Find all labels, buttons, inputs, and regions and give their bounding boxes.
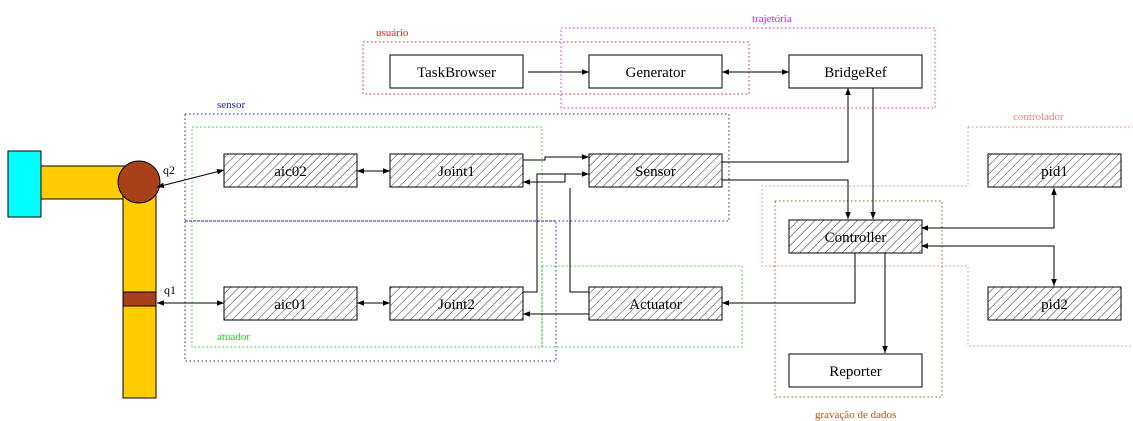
group-sensor-label: sensor [217, 99, 245, 111]
block-pid2-label: pid2 [1041, 297, 1068, 313]
joint-q2-label: q2 [163, 163, 175, 177]
block-controller-label: Controller [825, 230, 887, 246]
block-bridgeref-label: BridgeRef [824, 65, 886, 81]
link-joint2-sensor [523, 171, 589, 293]
group-gravacao-frame [774, 200, 943, 398]
group-atuador-frame-right [541, 265, 743, 348]
joint-q1-label: q1 [164, 283, 176, 297]
group-usuario-frame [362, 41, 750, 95]
group-controlador-label: controlador [1013, 111, 1064, 123]
block-joint1-label: Joint1 [438, 164, 475, 180]
block-actuator-label: Actuator [629, 297, 681, 313]
connectors [156, 69, 1057, 353]
group-controlador-frame [761, 126, 1133, 347]
group-sensor-frame [184, 113, 730, 222]
group-sensor-frame-lower [184, 220, 557, 362]
link-actuator-joint1 [523, 173, 589, 185]
block-controller: Controller [788, 219, 923, 254]
block-generator: Generator [588, 54, 723, 89]
joint-q2-disk [117, 160, 161, 204]
group-usuario-label: usuário [376, 27, 409, 39]
block-joint2-label: Joint2 [438, 297, 475, 313]
robot-lower-link [122, 181, 157, 399]
block-pid1: pid1 [987, 153, 1122, 188]
group-trajetoria-label: trajetória [752, 13, 792, 25]
block-pid2: pid2 [987, 286, 1122, 321]
link-joint1-sensor [523, 154, 589, 161]
block-joint1: Joint1 [389, 153, 524, 188]
link-sensor-actuator [569, 188, 589, 293]
link-sensor-controller [722, 179, 851, 219]
robot-base [7, 150, 42, 218]
link-sensor-bridgeref [722, 88, 851, 163]
block-taskbrowser-label: TaskBrowser [417, 65, 496, 81]
link-controller-pid1 [921, 188, 1057, 231]
robot-arm: q2 q1 [7, 150, 176, 399]
link-controller-pid2 [921, 243, 1057, 286]
block-actuator: Actuator [588, 286, 723, 321]
block-taskbrowser: TaskBrowser [389, 54, 524, 89]
block-joint2: Joint2 [389, 286, 524, 321]
block-aic01-label: aic01 [274, 297, 306, 313]
block-bridgeref: BridgeRef [788, 54, 923, 89]
block-pid1-label: pid1 [1041, 164, 1068, 180]
block-aic02: aic02 [223, 153, 358, 188]
block-aic02-label: aic02 [274, 164, 306, 180]
link-q2-aic02 [156, 169, 225, 188]
group-gravacao-label: gravação de dados [815, 409, 896, 421]
block-aic01: aic01 [223, 286, 358, 321]
block-reporter: Reporter [788, 353, 923, 388]
group-atuador-frame [191, 126, 543, 348]
block-generator-label: Generator [626, 65, 686, 81]
block-sensor: Sensor [588, 153, 723, 188]
link-controller-actuator [722, 253, 856, 306]
block-reporter-label: Reporter [829, 364, 881, 380]
group-trajetoria-frame [560, 27, 936, 109]
group-atuador-label: atuador [217, 331, 250, 343]
block-sensor-label: Sensor [635, 164, 676, 180]
joint-q1-band [122, 291, 157, 307]
